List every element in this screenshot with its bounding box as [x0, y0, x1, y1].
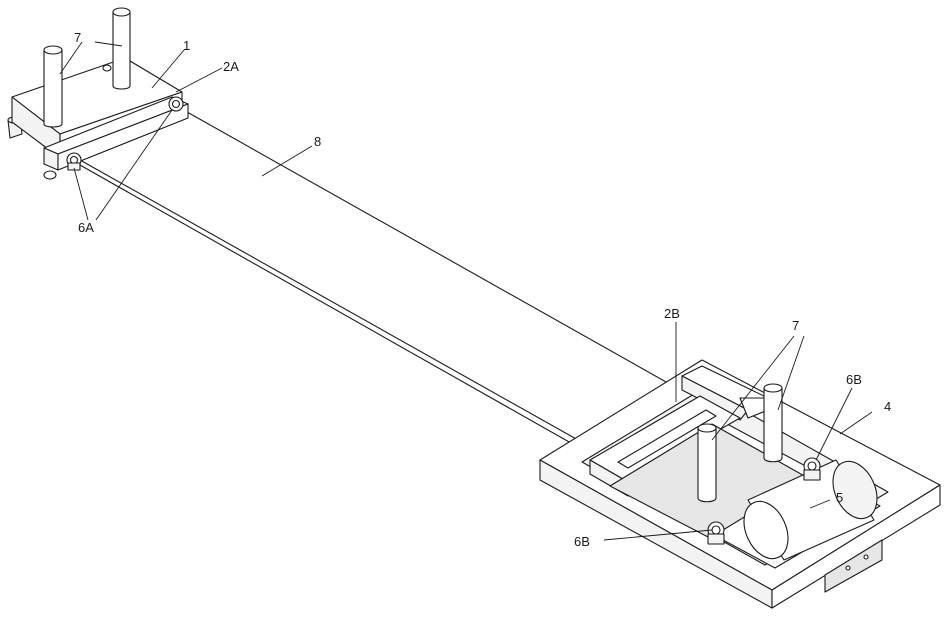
label-7-left: 7 [74, 30, 81, 45]
bolt-6a-left [67, 153, 81, 170]
label-1: 1 [183, 38, 190, 53]
label-6b-top: 6B [846, 372, 862, 387]
label-2a: 2A [223, 59, 239, 74]
strip-belt [80, 108, 698, 464]
label-8: 8 [314, 134, 321, 149]
pin-7-right-b [764, 384, 782, 462]
bolt-6a-right [169, 97, 183, 111]
label-7-right: 7 [792, 318, 799, 333]
pin-7-right-a [698, 424, 716, 502]
bolt-6b-bottom [708, 522, 724, 544]
bolt-6b-top [804, 458, 820, 480]
label-4: 4 [884, 399, 891, 414]
label-6b-bottom: 6B [574, 534, 590, 549]
pin-7-left-a [44, 46, 62, 127]
label-5: 5 [836, 490, 843, 505]
label-6a: 6A [78, 220, 94, 235]
pin-7-left-b [113, 8, 130, 89]
label-2b: 2B [664, 306, 680, 321]
